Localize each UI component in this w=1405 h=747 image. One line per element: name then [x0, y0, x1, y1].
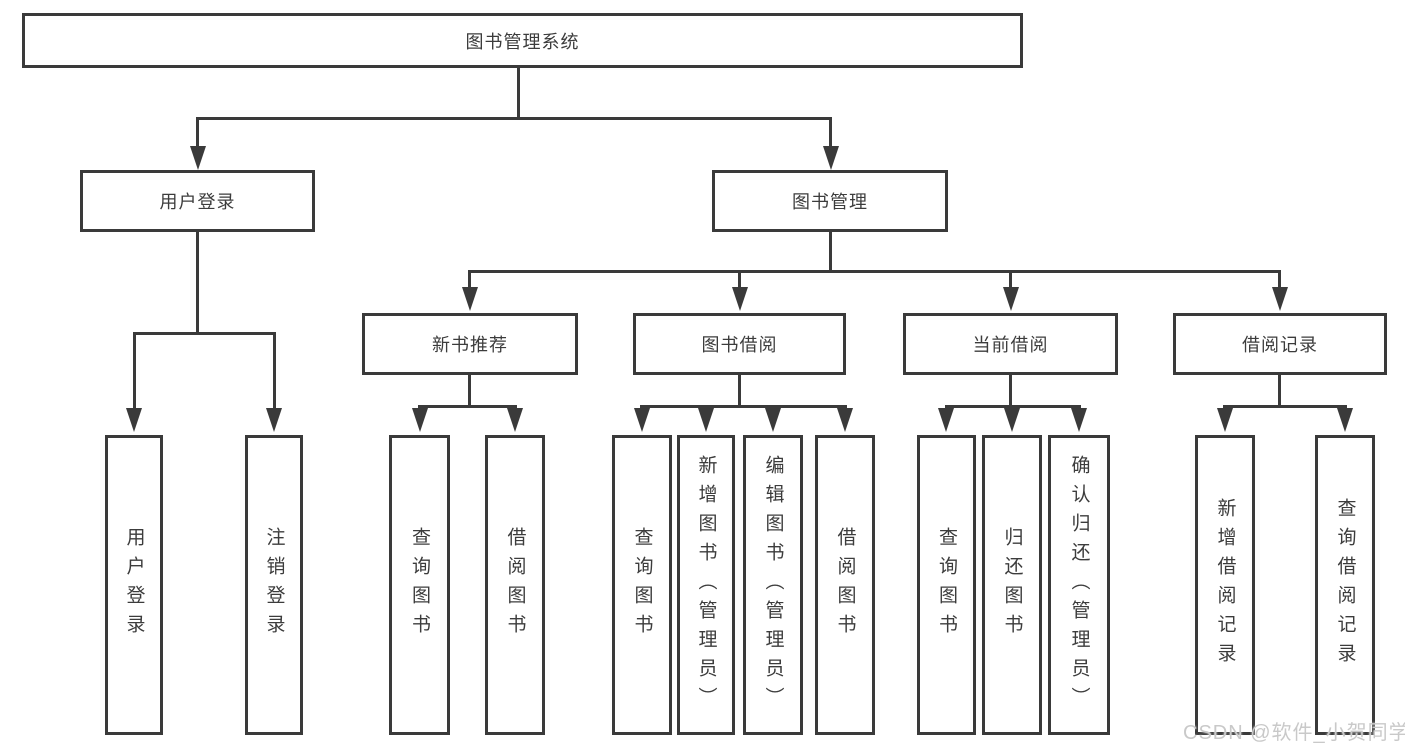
- arrowhead-down-icon: [938, 408, 954, 432]
- leaf-logout-label: 注销登录: [263, 527, 285, 643]
- arrowhead-down-icon: [837, 408, 853, 432]
- arrowhead-down-icon: [634, 408, 650, 432]
- connector-line: [1278, 270, 1281, 287]
- connector-line: [829, 117, 832, 147]
- leaf-query-borrow-record-label: 查询借阅记录: [1334, 498, 1356, 672]
- leaf-query-books-newbook-label: 查询图书: [409, 527, 430, 643]
- connector-line: [133, 332, 136, 409]
- leaf-logout: 注销登录: [245, 435, 303, 735]
- leaf-add-borrow-record: 新增借阅记录: [1195, 435, 1255, 735]
- arrowhead-down-icon: [698, 408, 714, 432]
- connector-line: [517, 68, 520, 119]
- watermark: CSDN @软件_小贺同学: [1183, 722, 1405, 744]
- arrowhead-down-icon: [1217, 408, 1233, 432]
- arrowhead-down-icon: [732, 287, 748, 311]
- leaf-query-books-newbook: 查询图书: [389, 435, 450, 735]
- arrowhead-down-icon: [266, 408, 282, 432]
- arrowhead-down-icon: [126, 408, 142, 432]
- connector-line: [196, 232, 199, 335]
- leaf-confirm-return-admin: 确认归还（管理员）: [1048, 435, 1110, 735]
- connector-line: [829, 232, 832, 273]
- connector-line: [945, 405, 1081, 408]
- arrowhead-down-icon: [1003, 287, 1019, 311]
- arrowhead-down-icon: [462, 287, 478, 311]
- connector-line: [468, 375, 471, 408]
- connector-line: [133, 332, 276, 335]
- arrowhead-down-icon: [190, 146, 206, 170]
- connector-line: [738, 270, 741, 287]
- leaf-query-books-current-label: 查询图书: [936, 527, 957, 643]
- connector-line: [1009, 375, 1012, 408]
- leaf-user-login-label: 用户登录: [123, 527, 145, 643]
- node-user-login: 用户登录: [80, 170, 315, 232]
- leaf-confirm-return-admin-label: 确认归还（管理员）: [1068, 454, 1090, 716]
- connector-line: [1278, 375, 1281, 408]
- arrowhead-down-icon: [1071, 408, 1087, 432]
- leaf-return-books: 归还图书: [982, 435, 1042, 735]
- node-library-management-system: 图书管理系统: [22, 13, 1023, 68]
- leaf-add-borrow-record-label: 新增借阅记录: [1214, 498, 1236, 672]
- leaf-query-borrow-record: 查询借阅记录: [1315, 435, 1375, 735]
- connector-line: [273, 332, 276, 409]
- leaf-return-books-label: 归还图书: [1001, 527, 1023, 643]
- leaf-add-books-admin-label: 新增图书（管理员）: [695, 454, 717, 716]
- leaf-borrow-books-newbook: 借阅图书: [485, 435, 545, 735]
- leaf-add-books-admin: 新增图书（管理员）: [677, 435, 735, 735]
- arrowhead-down-icon: [1337, 408, 1353, 432]
- connector-line: [196, 117, 832, 120]
- leaf-query-books-current: 查询图书: [917, 435, 976, 735]
- connector-line: [1009, 270, 1012, 287]
- connector-line: [468, 270, 1281, 273]
- leaf-user-login: 用户登录: [105, 435, 163, 735]
- leaf-borrow-books-borrowing-label: 借阅图书: [834, 527, 856, 643]
- node-current-borrowing: 当前借阅: [903, 313, 1118, 375]
- arrowhead-down-icon: [823, 146, 839, 170]
- node-book-borrowing: 图书借阅: [633, 313, 846, 375]
- leaf-edit-books-admin: 编辑图书（管理员）: [743, 435, 803, 735]
- arrowhead-down-icon: [1004, 408, 1020, 432]
- connector-line: [418, 405, 517, 408]
- connector-line: [468, 270, 471, 287]
- leaf-query-books-borrowing: 查询图书: [612, 435, 672, 735]
- connector-line: [1223, 405, 1347, 408]
- arrowhead-down-icon: [507, 408, 523, 432]
- connector-line: [196, 117, 199, 147]
- connector-line: [640, 405, 847, 408]
- leaf-edit-books-admin-label: 编辑图书（管理员）: [762, 454, 784, 716]
- node-new-book-recommendation: 新书推荐: [362, 313, 578, 375]
- node-borrowing-records: 借阅记录: [1173, 313, 1387, 375]
- leaf-borrow-books-newbook-label: 借阅图书: [504, 527, 526, 643]
- connector-line: [738, 375, 741, 408]
- arrowhead-down-icon: [1272, 287, 1288, 311]
- arrowhead-down-icon: [412, 408, 428, 432]
- arrowhead-down-icon: [765, 408, 781, 432]
- node-book-management: 图书管理: [712, 170, 948, 232]
- leaf-query-books-borrowing-label: 查询图书: [631, 527, 653, 643]
- leaf-borrow-books-borrowing: 借阅图书: [815, 435, 875, 735]
